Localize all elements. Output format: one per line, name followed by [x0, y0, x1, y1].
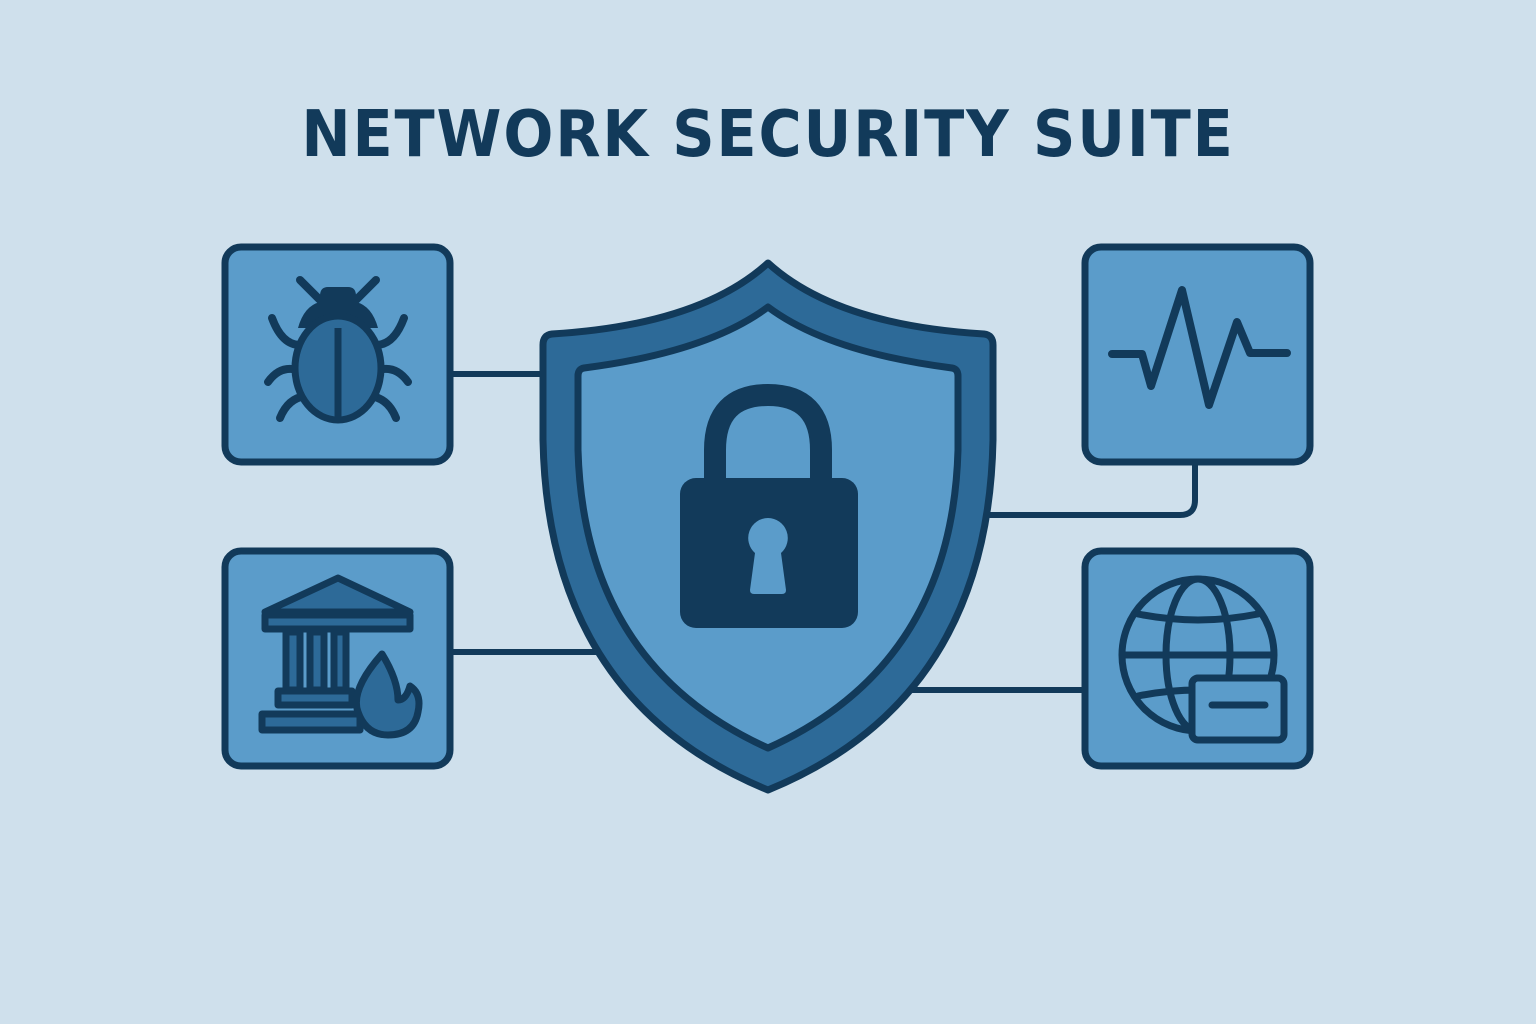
- module-vpn-tile[interactable]: [1081, 547, 1314, 770]
- module-firewall-tile[interactable]: [221, 547, 454, 770]
- module-monitoring-tile[interactable]: [1081, 243, 1314, 466]
- padlock-shackle: [704, 383, 832, 482]
- globe-card-icon: [1118, 575, 1288, 744]
- pulse-icon: [1108, 286, 1291, 409]
- bank-fire-icon: [258, 574, 423, 739]
- module-malware-tile[interactable]: [221, 243, 454, 466]
- keyhole: [748, 518, 788, 594]
- shield-lock-icon: [539, 259, 997, 794]
- connectors: [450, 371, 1198, 693]
- connector-pulse: [987, 462, 1198, 518]
- page-title: NETWORK SECURITY SUITE: [301, 98, 1235, 172]
